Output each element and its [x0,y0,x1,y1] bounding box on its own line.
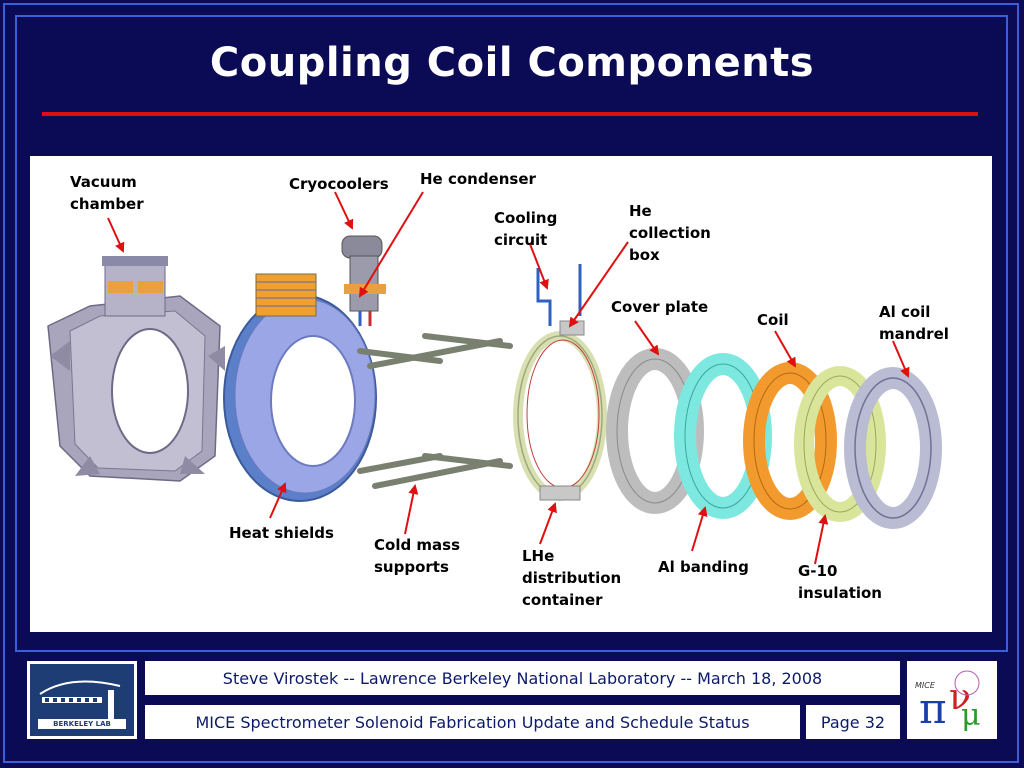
footer-author-line: Steve Virostek -- Lawrence Berkeley Nati… [145,661,900,695]
svg-text:μ: μ [961,698,981,733]
cryocooler-drawing [341,235,386,326]
title-divider [42,112,978,116]
mice-logo: π ν μ MICE [907,661,997,739]
diagram-panel: Vacuum chamber Cryocoolers He condenser … [30,156,992,632]
label-he-condenser: He condenser [420,170,536,188]
label-heat-shields: Heat shields [229,524,334,542]
mice-pi-mu-emblem: π ν μ [919,670,981,733]
mice-logo-text: MICE [915,681,935,690]
callout-arrows [107,191,910,565]
label-lhe-distribution-container: LHe distribution container [522,547,622,609]
coil-components-illustration [47,191,942,565]
berkeley-lab-logo: BERKELEY LAB [27,661,137,739]
label-g10-insulation: G-10 insulation [798,562,882,602]
label-cover-plate: Cover plate [611,298,709,316]
slide-inner-frame [15,15,1008,652]
slide-outer-frame [3,3,1019,763]
al-coil-mandrel-drawing [844,367,942,529]
label-al-banding: Al banding [658,558,749,576]
berkeley-lab-emblem [38,680,126,729]
berkeley-lab-logo-text: BERKELEY LAB [53,720,111,728]
footer-talk-title: MICE Spectrometer Solenoid Fabrication U… [145,705,800,739]
coil-drawing [743,362,837,520]
footer-page-number: Page 32 [806,705,900,739]
g10-insulation-drawing [794,366,886,522]
label-al-coil-mandrel: Al coil mandrel [879,303,949,343]
label-cooling-circuit: Cooling circuit [494,209,558,249]
label-coil: Coil [757,311,789,329]
label-he-collection-box: He collection box [629,202,711,264]
label-cryocoolers: Cryocoolers [289,175,389,193]
slide-title: Coupling Coil Components [209,40,815,86]
label-vacuum-chamber: Vacuum chamber [70,173,144,213]
heat-shield-drawing [223,273,377,502]
cold-mass-supports-drawing [357,333,513,489]
vacuum-chamber-drawing [47,256,225,482]
svg-text:ν: ν [949,677,971,718]
label-cold-mass-supports: Cold mass supports [374,536,461,576]
svg-text:π: π [919,684,947,733]
